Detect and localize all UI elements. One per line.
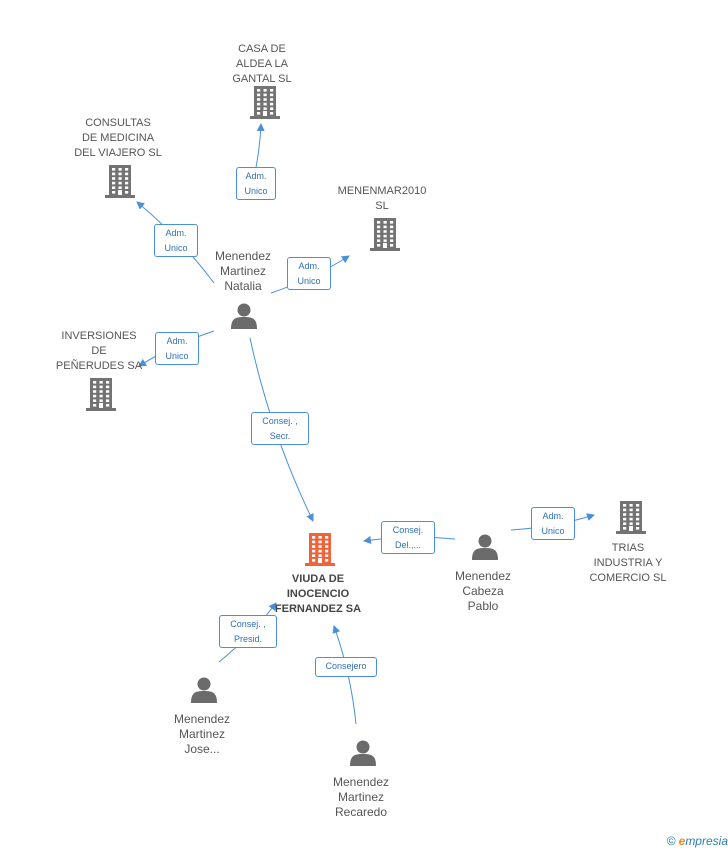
person-label-recaredo: Menendez Martinez Recaredo [332,775,390,819]
company-label-trias: TRIAS INDUSTRIA Y COMERCIO SL [589,542,667,584]
company-label-inversiones: INVERSIONES DE PEÑERUDES SA [55,330,143,372]
person-icon-jose[interactable] [191,677,217,704]
building-icon-inversiones[interactable] [86,378,116,411]
edge-label-natalia-consultas[interactable]: Adm. Unico [154,224,198,257]
building-icon-viuda[interactable] [305,533,335,566]
edge-label-natalia-inversiones[interactable]: Adm. Unico [155,332,199,365]
person-label-natalia: Menendez Martinez Natalia [214,249,272,293]
person-icon-natalia[interactable] [231,303,257,330]
person-label-pablo: Menendez Cabeza Pablo [454,569,512,613]
edge-label-natalia-casa[interactable]: Adm. Unico [236,167,276,200]
edge-label-recaredo-viuda[interactable]: Consejero [315,657,377,677]
edges-layer [136,123,595,725]
person-icon-recaredo[interactable] [350,740,376,767]
edge-label-natalia-menenmar[interactable]: Adm. Unico [287,257,331,290]
empresia-logo[interactable]: ©empresia [667,834,728,848]
brand-name: mpresia [685,834,728,848]
edge-label-natalia-viuda[interactable]: Consej. , Secr. [251,412,309,445]
person-icon-pablo[interactable] [472,534,498,561]
person-label-jose: Menendez Martinez Jose... [173,712,231,756]
brand-first-letter: e [678,834,686,848]
company-label-consultas: CONSULTAS DE MEDICINA DEL VIAJERO SL [74,117,162,159]
building-icon-consultas[interactable] [105,165,135,198]
copyright-symbol: © [666,834,676,848]
nodes-layer [86,86,646,766]
edge-label-jose-viuda[interactable]: Consej. , Presid. [219,615,277,648]
company-label-casa: CASA DE ALDEA LA GANTAL SL [232,43,292,85]
edge-label-pablo-trias[interactable]: Adm. Unico [531,507,575,540]
building-icon-trias[interactable] [616,501,646,534]
building-icon-menenmar[interactable] [370,218,400,251]
edge-label-pablo-viuda[interactable]: Consej. Del.,... [381,521,435,554]
company-label-menenmar: MENENMAR2010 SL [337,185,427,212]
company-label-viuda: VIUDA DE INOCENCIO FERNANDEZ SA [274,573,362,615]
building-icon-casa[interactable] [250,86,280,119]
